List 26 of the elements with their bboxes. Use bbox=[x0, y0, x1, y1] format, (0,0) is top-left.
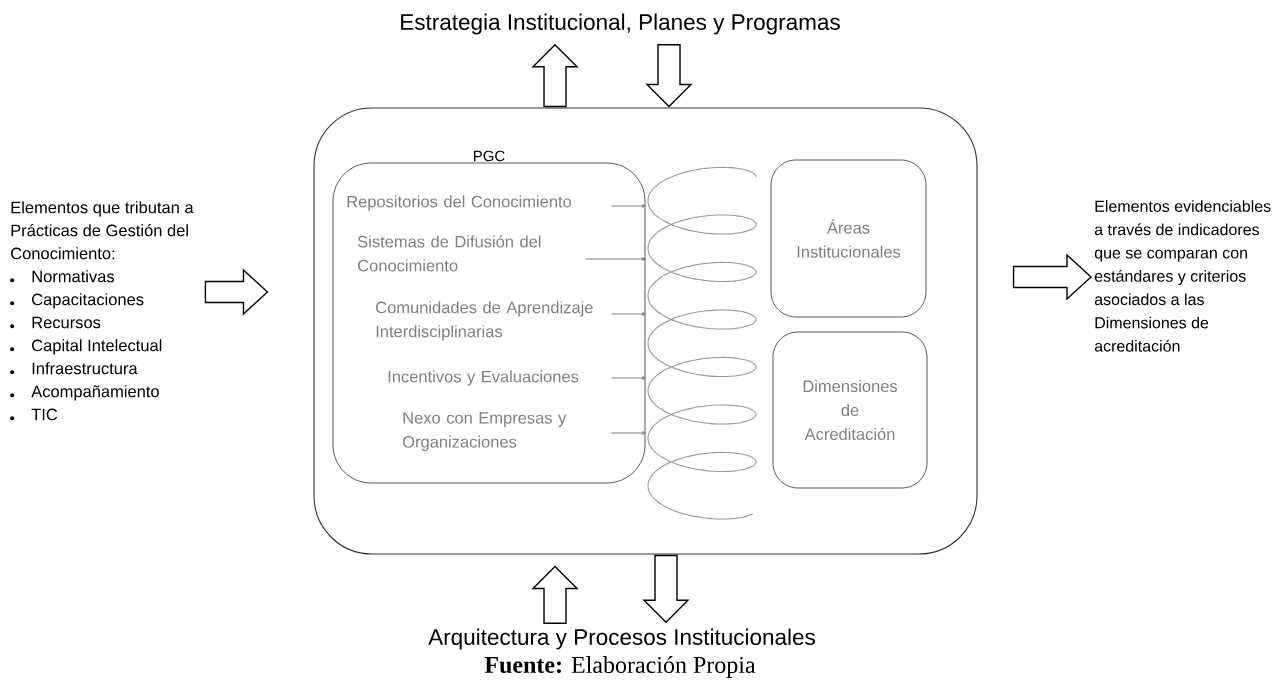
caption-text: Fuente: Elaboración Propia bbox=[484, 656, 756, 678]
arrow bbox=[610, 431, 646, 435]
arrow bbox=[584, 257, 646, 261]
item-text: Comunidades de Aprendizaje Interdisciplinarias bbox=[376, 301, 593, 341]
item-text: Incentivos y Evaluaciones bbox=[388, 370, 579, 386]
block-arrow bbox=[531, 43, 579, 108]
rounded-box: Dimensiones de Acreditación bbox=[772, 331, 928, 489]
arrow bbox=[610, 376, 646, 380]
description-text: Elementos evidenciables a través de indicadores que se comparan con estándares y criterios asociados a las Dimensiones de acreditación bbox=[1094, 200, 1271, 352]
block-arrow bbox=[642, 554, 690, 624]
title-text: Estrategia Institucional, Planes y Programas bbox=[401, 13, 840, 35]
item-text: Nexo con Empresas y Organizaciones bbox=[403, 412, 567, 451]
item-text: Repositorios del Conocimiento bbox=[347, 195, 572, 211]
block-arrow bbox=[204, 268, 269, 316]
bullet-list-text: Elementos que tributan a Prácticas de Gestión del Conocimiento: Normativas Capacitaciones Recursos Capital Intelectual Infraestructura Acompañamiento TIC bbox=[10, 201, 194, 421]
block-arrow bbox=[645, 44, 693, 108]
title-text: Arquitectura y Procesos Institucionales bbox=[428, 628, 815, 650]
rounded-box: Áreas Institucionales bbox=[770, 159, 927, 318]
arrow bbox=[610, 204, 646, 208]
coil-drawing bbox=[647, 166, 757, 520]
arrow bbox=[610, 312, 646, 316]
block-arrow bbox=[1012, 253, 1093, 301]
item-text: Sistemas de Difusión del Conocimiento bbox=[357, 235, 541, 272]
block-arrow bbox=[531, 565, 579, 624]
node-label: PGC bbox=[473, 150, 505, 162]
outer-rounded-box bbox=[313, 107, 978, 555]
